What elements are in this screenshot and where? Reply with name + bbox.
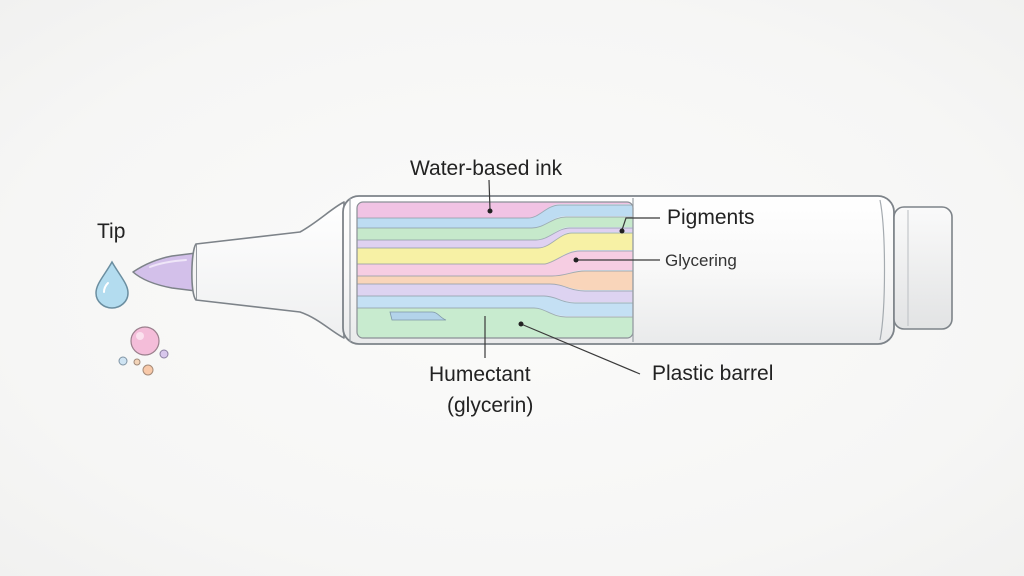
label-tip: Tip: [97, 220, 126, 243]
label-plastic-barrel: Plastic barrel: [652, 362, 774, 385]
label-humectant: Humectant: [429, 363, 531, 386]
marker-nozzle: [195, 201, 345, 339]
water-drop-icon: [95, 260, 129, 309]
label-pigments: Pigments: [667, 206, 755, 229]
marker-tip: [132, 252, 197, 292]
leader-dots: [487, 208, 625, 327]
marker-end-cap: [893, 206, 953, 330]
leader-lines: [484, 179, 660, 375]
ink-layers: [357, 202, 633, 338]
label-humectant-sub: (glycerin): [447, 394, 534, 417]
bubbles-icon: [118, 326, 169, 376]
label-water-based-ink: Water-based ink: [410, 157, 563, 180]
label-glycering: Glycering: [665, 251, 737, 270]
